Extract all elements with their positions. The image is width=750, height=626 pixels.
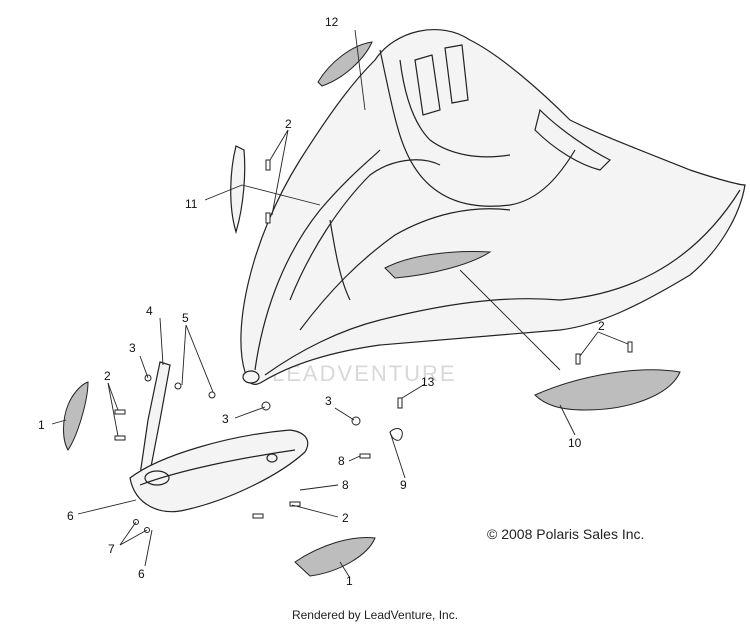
callouts: 12 2 11 4 5 3 2 1 3 3 13 8 9 8 2 6 7 6 1… bbox=[38, 15, 605, 588]
callout-2: 2 bbox=[285, 117, 292, 131]
callout-11: 11 bbox=[185, 197, 198, 211]
callout-6: 6 bbox=[67, 509, 74, 523]
callout-8: 8 bbox=[342, 478, 349, 492]
hood bbox=[240, 29, 746, 385]
vent-part-10 bbox=[534, 369, 681, 411]
callout-8: 8 bbox=[338, 454, 345, 468]
fasteners bbox=[114, 159, 633, 533]
callout-10: 10 bbox=[568, 436, 582, 450]
callout-6: 6 bbox=[138, 567, 145, 581]
vent-part-1-left bbox=[63, 381, 89, 451]
callout-13: 13 bbox=[421, 375, 435, 389]
leader-lines bbox=[51, 29, 629, 579]
callout-2: 2 bbox=[104, 369, 111, 383]
callout-2: 2 bbox=[342, 511, 349, 525]
watermark-text: LEADVENTURE bbox=[272, 361, 457, 386]
callout-3: 3 bbox=[222, 412, 229, 426]
callout-2: 2 bbox=[598, 319, 605, 333]
callout-1: 1 bbox=[346, 574, 353, 588]
footer-text: Rendered by LeadVenture, Inc. bbox=[291, 608, 459, 622]
bracket-part-4 bbox=[129, 361, 309, 513]
copyright-text: © 2008 Polaris Sales Inc. bbox=[487, 526, 645, 542]
callout-3: 3 bbox=[325, 394, 332, 408]
vent-part-1-bottom bbox=[294, 536, 376, 577]
trim-part-11 bbox=[230, 145, 246, 235]
callout-9: 9 bbox=[400, 478, 407, 492]
callout-1: 1 bbox=[38, 418, 45, 432]
callout-4: 4 bbox=[146, 304, 153, 318]
vent-part-12 bbox=[317, 41, 373, 87]
callout-12: 12 bbox=[325, 15, 339, 29]
callout-7: 7 bbox=[108, 542, 115, 556]
callout-3: 3 bbox=[129, 341, 136, 355]
callout-5: 5 bbox=[182, 311, 189, 325]
